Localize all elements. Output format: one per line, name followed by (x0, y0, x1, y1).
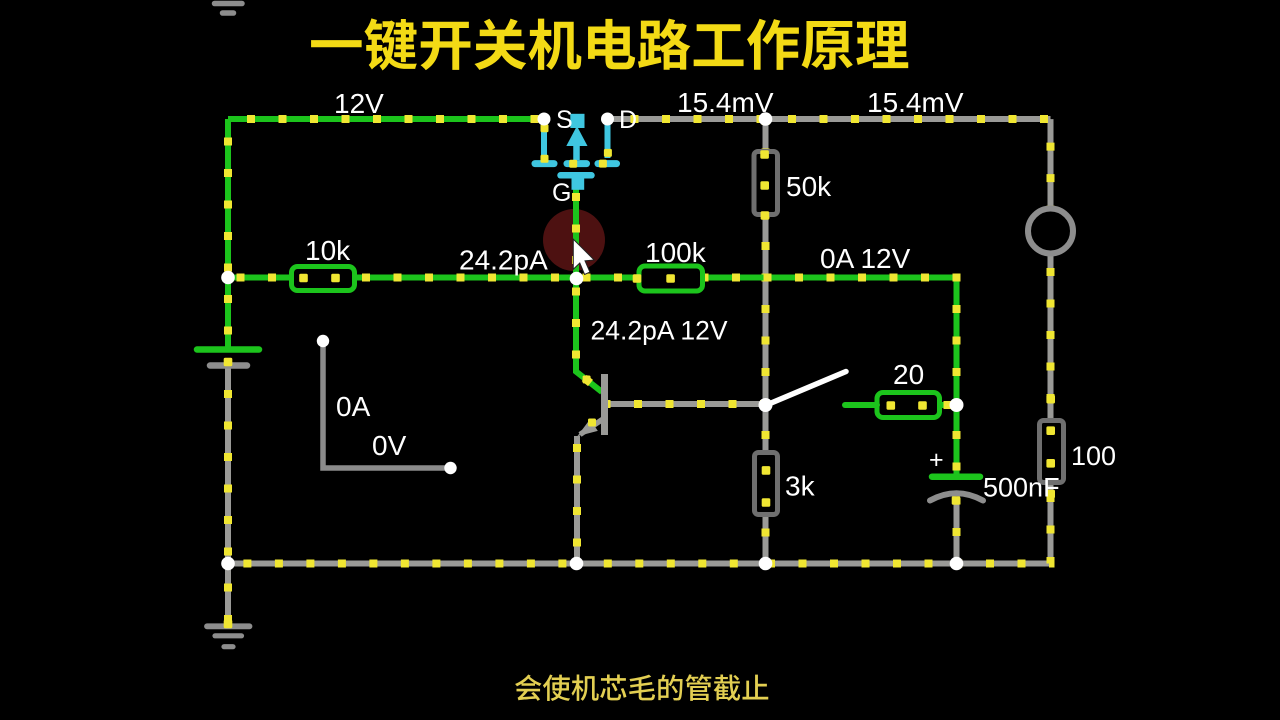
svg-text:0A: 0A (336, 391, 371, 422)
svg-text:500nF: 500nF (983, 473, 1060, 503)
svg-text:0V: 0V (372, 430, 407, 461)
svg-text:24.2pA: 24.2pA (459, 245, 548, 276)
svg-text:20: 20 (893, 359, 924, 390)
svg-text:0A 12V: 0A 12V (820, 243, 911, 274)
svg-text:10k: 10k (305, 235, 351, 266)
svg-text:D: D (619, 106, 637, 134)
svg-text:12V: 12V (334, 88, 384, 119)
svg-text:S: S (556, 106, 573, 134)
svg-text:3k: 3k (785, 471, 816, 502)
svg-text:15.4mV: 15.4mV (867, 87, 964, 118)
svg-text:100k: 100k (645, 237, 707, 268)
svg-text:24.2pA 12V: 24.2pA 12V (591, 316, 728, 346)
svg-text:G: G (552, 179, 571, 207)
svg-text:50k: 50k (786, 171, 832, 202)
svg-text:15.4mV: 15.4mV (677, 87, 774, 118)
svg-text:100: 100 (1071, 441, 1116, 471)
svg-text:+: + (929, 446, 944, 474)
